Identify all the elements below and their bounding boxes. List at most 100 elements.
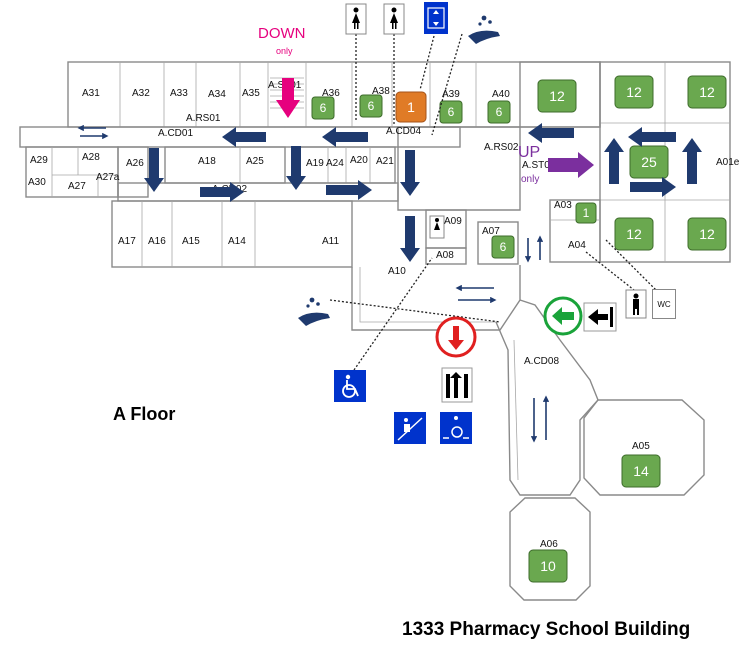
stair-lift-icon xyxy=(394,412,426,444)
svg-text:1: 1 xyxy=(407,99,415,115)
room-label: A.RS01 xyxy=(186,113,221,124)
arrow-left-icon xyxy=(222,127,266,147)
arrow-down-icon xyxy=(400,216,420,262)
capacity-badge: 12 xyxy=(614,217,654,251)
elevator-icon xyxy=(424,2,448,34)
hand-sanitizer-icon xyxy=(298,297,330,326)
room-label: A18 xyxy=(198,156,216,167)
room-label: A25 xyxy=(246,156,264,167)
two-way-horizontal-icon xyxy=(455,284,497,304)
room-label: A03 xyxy=(554,200,572,211)
capacity-badges: 6 6 1 6 6 12 12 12 25 1 12 12 6 14 10 xyxy=(311,75,727,583)
room-label: A17 xyxy=(118,236,136,247)
down-only-label: DOWN xyxy=(258,25,306,42)
capacity-badge: 12 xyxy=(687,75,727,109)
svg-text:12: 12 xyxy=(549,88,565,104)
two-way-vertical-icon xyxy=(524,235,544,263)
capacity-badge: 1 xyxy=(395,91,427,123)
corridor-label: A.CD01 xyxy=(158,128,193,139)
svg-text:14: 14 xyxy=(633,463,649,479)
one-way-arrows xyxy=(144,123,702,262)
room-label: A11 xyxy=(322,236,339,247)
room-label: A33 xyxy=(170,88,188,99)
capacity-badge: 12 xyxy=(614,75,654,109)
room-label: A01e xyxy=(716,157,740,168)
wc-sign: WC xyxy=(652,289,676,319)
room-label: A27a xyxy=(96,172,120,183)
arrow-down-icon xyxy=(400,150,420,196)
restroom-male-icon xyxy=(625,289,647,319)
arrow-up-icon xyxy=(682,138,702,184)
room-label: A21 xyxy=(376,156,394,167)
no-entry-icon xyxy=(435,316,477,358)
hand-sanitizer-icon xyxy=(468,15,500,44)
room-label: A16 xyxy=(148,236,166,247)
room-label: A40 xyxy=(492,89,510,100)
room-label: A06 xyxy=(540,539,558,550)
two-way-arrows xyxy=(77,124,550,443)
two-way-vertical-icon xyxy=(530,395,550,443)
leader-lines xyxy=(329,33,657,371)
corridor-label: A.CD08 xyxy=(524,356,559,367)
one-way-entry-sign-icon xyxy=(441,367,473,403)
room-label: A35 xyxy=(242,88,260,99)
capacity-badge: 12 xyxy=(537,79,577,113)
restroom-female-icon xyxy=(429,215,445,239)
arrow-left-icon xyxy=(322,127,368,147)
room-label: A30 xyxy=(28,177,46,188)
room-label: A38 xyxy=(372,86,390,97)
capacity-badge: 10 xyxy=(528,549,568,583)
arrow-up-icon xyxy=(604,138,624,184)
room-label: A26 xyxy=(126,158,144,169)
room-label: A10 xyxy=(388,266,406,277)
arrow-right-icon xyxy=(630,177,676,197)
svg-text:6: 6 xyxy=(448,105,455,119)
wheelchair-icon xyxy=(334,370,366,402)
wheelchair-transfer-icon xyxy=(440,412,472,444)
room-label: A.ST02 xyxy=(522,160,556,171)
room-label: A36 xyxy=(322,88,340,99)
capacity-badge: 6 xyxy=(311,96,335,120)
room-label: A28 xyxy=(82,152,100,163)
room-label: A31 xyxy=(82,88,100,99)
capacity-badge: 1 xyxy=(575,202,597,224)
arrow-down-icon xyxy=(286,146,306,190)
room-label: A19 xyxy=(306,158,324,169)
room-label: A29 xyxy=(30,155,48,166)
floor-label: A Floor xyxy=(113,404,176,424)
capacity-badge: 6 xyxy=(487,100,511,124)
arrow-left-icon xyxy=(528,123,574,143)
room-label: A27 xyxy=(68,181,86,192)
arrow-down-icon xyxy=(144,148,164,192)
room-label: A15 xyxy=(182,236,200,247)
restroom-female-icon xyxy=(345,3,367,35)
room-label: A07 xyxy=(482,226,500,237)
room-label: A04 xyxy=(568,240,586,251)
room-label: A09 xyxy=(444,216,462,227)
two-way-horizontal-icon xyxy=(77,124,109,140)
svg-text:12: 12 xyxy=(626,84,642,100)
svg-text:6: 6 xyxy=(500,240,507,254)
room-label: A08 xyxy=(436,250,454,261)
svg-text:25: 25 xyxy=(641,154,657,170)
capacity-badge: 6 xyxy=(491,235,515,259)
svg-text:6: 6 xyxy=(320,101,327,115)
room-label: A32 xyxy=(132,88,150,99)
capacity-badge: 6 xyxy=(359,94,383,118)
exit-icon xyxy=(543,296,617,336)
room-label: A34 xyxy=(208,89,226,100)
room-label: A05 xyxy=(632,441,650,452)
capacity-badge: 14 xyxy=(621,454,661,488)
svg-text:12: 12 xyxy=(626,226,642,242)
room-label: A20 xyxy=(350,155,368,166)
room-label: A39 xyxy=(442,89,460,100)
up-only-label: UP xyxy=(518,144,541,161)
up-only-sublabel: only xyxy=(521,174,540,185)
svg-text:6: 6 xyxy=(368,99,375,113)
building-walls xyxy=(19,61,731,601)
arrow-right-icon xyxy=(326,180,372,200)
svg-text:12: 12 xyxy=(699,84,715,100)
arrow-left-icon xyxy=(628,127,676,147)
room-label: A24 xyxy=(326,158,344,169)
